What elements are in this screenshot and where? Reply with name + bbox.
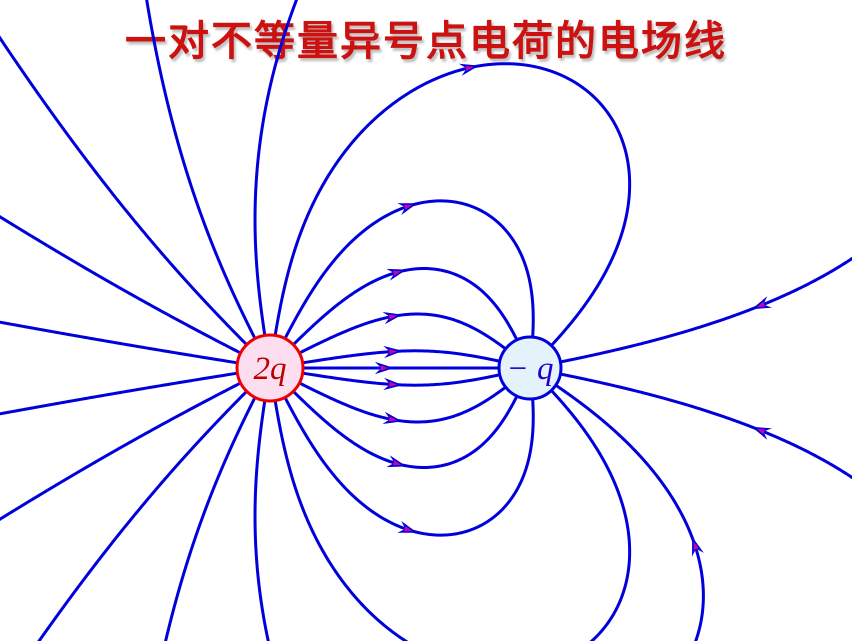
field-line-pos-12	[0, 35, 248, 346]
field-line-pos-17	[292, 267, 519, 346]
page-title: 一对不等量异号点电荷的电场线	[125, 18, 727, 64]
field-line-pos-16	[283, 199, 535, 340]
field-arrow-core-pos-16	[403, 204, 413, 210]
field-arrow-core-pos-3	[403, 526, 413, 532]
charge-negative[interactable]: − q	[497, 335, 563, 401]
field-arrow-core-pos-19	[389, 349, 398, 355]
field-arrow-core-neg-0	[756, 428, 766, 435]
charges-group: 2q − q	[235, 333, 563, 403]
field-line-neg-1	[555, 384, 705, 641]
field-arrow-core-pos-15	[465, 66, 474, 72]
field-arrow-pos-2	[386, 455, 407, 468]
field-arrow-core-axis	[380, 365, 389, 371]
field-arrow-core-neg-1	[693, 541, 699, 551]
field-line-pos-0	[302, 371, 501, 387]
field-line-pos-7	[37, 390, 248, 641]
field-line-pos-19	[302, 349, 501, 365]
field-arrow-core-pos-17	[392, 270, 402, 276]
charge-circle-negative[interactable]	[497, 335, 563, 401]
field-line-pos-3	[283, 396, 535, 537]
field-line-pos-5	[253, 400, 270, 641]
field-line-pos-15	[273, 62, 632, 348]
field-line-neg-15	[559, 256, 852, 364]
charge-circle-positive[interactable]	[235, 333, 305, 403]
field-line-pos-8	[0, 381, 242, 521]
field-arrow-neg-15	[751, 296, 772, 310]
field-arrow-neg-0	[751, 426, 772, 440]
field-line-pos-14	[253, 0, 299, 336]
field-arrow-neg-1	[692, 536, 704, 557]
field-arrow-pos-16	[397, 203, 418, 216]
field-line-pos-9	[0, 371, 238, 416]
field-arrow-pos-15	[458, 63, 479, 76]
field-line-pos-6	[164, 396, 257, 641]
field-arrow-core-pos-18	[388, 314, 398, 320]
field-arrow-core-pos-0	[389, 381, 398, 387]
field-line-pos-11	[0, 215, 242, 355]
charge-label-positive: 2q	[254, 351, 287, 387]
charge-label-negative: − q	[506, 351, 553, 387]
field-arrow-pos-17	[386, 268, 407, 281]
field-line-pos-18	[298, 312, 507, 355]
field-arrow-core-pos-2	[392, 460, 402, 466]
field-line-pos-4	[273, 388, 632, 641]
charge-positive[interactable]: 2q	[235, 333, 305, 403]
field-arrow-core-pos-1	[388, 416, 398, 422]
field-line-neg-0	[559, 372, 852, 480]
field-line-pos-1	[298, 381, 507, 424]
field-line-pos-2	[292, 390, 519, 469]
field-line-pos-13	[145, 0, 257, 340]
field-line-pos-10	[0, 320, 238, 365]
field-arrow-pos-3	[397, 520, 418, 533]
field-arrow-core-neg-15	[756, 301, 766, 308]
